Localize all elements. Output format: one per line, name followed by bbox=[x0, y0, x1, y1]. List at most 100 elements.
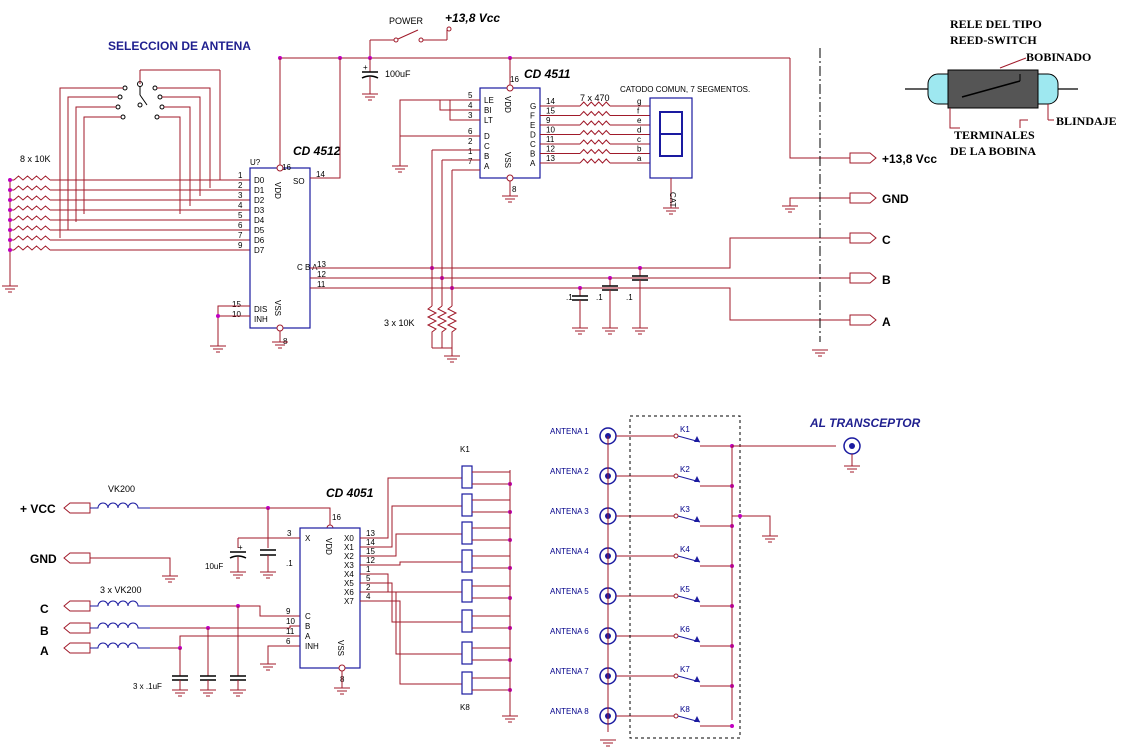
relay-label: K8 bbox=[680, 705, 690, 714]
pin-number: 5 bbox=[366, 574, 371, 583]
pin-name: LT bbox=[484, 116, 493, 125]
relay-coil bbox=[461, 493, 473, 517]
pin-name: D0 bbox=[254, 176, 265, 185]
antenna-label: ANTENA 2 bbox=[550, 467, 589, 476]
pin-number: 11 bbox=[286, 627, 295, 636]
segment-label: g bbox=[637, 97, 641, 106]
port-a-in: A bbox=[40, 644, 49, 658]
pin-b-num: 12 bbox=[317, 270, 326, 279]
pin-name: D4 bbox=[254, 216, 265, 225]
vss-label-4051: VSS bbox=[336, 640, 345, 656]
caps-3x-label: 3 x .1uF bbox=[133, 682, 162, 691]
vk200-label: VK200 bbox=[108, 484, 135, 494]
pin-name: D6 bbox=[254, 236, 265, 245]
port-c-out: C bbox=[882, 233, 891, 247]
vk200-3-label: 3 x VK200 bbox=[100, 585, 142, 595]
pin-name: X5 bbox=[344, 579, 354, 588]
port-gnd-out: GND bbox=[882, 192, 909, 206]
cap-10uf-label: 10uF bbox=[205, 562, 223, 571]
pin-name: A bbox=[484, 162, 490, 171]
catodo-label: CATODO COMUN, 7 SEGMENTOS. bbox=[620, 85, 750, 94]
pin-name: G bbox=[530, 102, 536, 111]
power-switch bbox=[370, 26, 452, 43]
pin-number: 4 bbox=[366, 592, 371, 601]
resistor-470 bbox=[579, 139, 611, 145]
cap-label-1: .1 bbox=[566, 293, 573, 302]
pin-name: X0 bbox=[344, 534, 354, 543]
pin-name: A bbox=[305, 632, 311, 641]
pin-number: 15 bbox=[366, 547, 375, 556]
reed-title-1: RELE DEL TIPO bbox=[950, 17, 1042, 31]
resistor-10k bbox=[13, 175, 51, 181]
res-3x10k-label: 3 x 10K bbox=[384, 318, 415, 328]
resistor-470 bbox=[579, 129, 611, 136]
pin-name: X2 bbox=[344, 552, 354, 561]
pin-number: 14 bbox=[366, 538, 375, 547]
relay-bank-k8-label: K8 bbox=[460, 703, 470, 712]
pin-number: 9 bbox=[546, 116, 551, 125]
pin-x-num: 3 bbox=[287, 529, 292, 538]
pin-number: 10 bbox=[286, 617, 295, 626]
seven-segment-display: CATODO COMUN, 7 SEGMENTOS. CAT bbox=[620, 85, 750, 215]
pin-name: D7 bbox=[254, 246, 265, 255]
pin-name: C bbox=[530, 140, 536, 149]
segment-label: d bbox=[637, 126, 641, 135]
pin-name: D bbox=[530, 131, 536, 140]
pin-number: 6 bbox=[286, 637, 291, 646]
pin-name: X3 bbox=[344, 561, 354, 570]
transceiver-connector bbox=[843, 437, 861, 473]
pin-number: 3 bbox=[468, 111, 473, 120]
capacitor-100uf: + bbox=[361, 58, 379, 101]
pin-name: D5 bbox=[254, 226, 265, 235]
resistor-470 bbox=[579, 120, 611, 126]
reed-contact bbox=[694, 716, 700, 722]
power-label: POWER bbox=[389, 16, 424, 26]
segment-label: a bbox=[637, 154, 642, 163]
reed-bobinado: BOBINADO bbox=[1026, 50, 1091, 64]
pin-number: 2 bbox=[238, 181, 243, 190]
cat-label: CAT bbox=[668, 192, 677, 208]
resistor-470 bbox=[579, 158, 611, 164]
segment-label: b bbox=[637, 145, 642, 154]
pin-name: X7 bbox=[344, 597, 354, 606]
relay-coil bbox=[461, 579, 473, 603]
pin-number: 9 bbox=[286, 607, 291, 616]
cap-label-2: .1 bbox=[596, 293, 603, 302]
pin-number: 6 bbox=[468, 127, 473, 136]
vdd-label-4511: VDD bbox=[503, 96, 512, 113]
relay-label: K4 bbox=[680, 545, 690, 554]
reed-terminales-1: TERMINALES bbox=[954, 128, 1035, 142]
antenna-label: ANTENA 1 bbox=[550, 427, 589, 436]
pin-name: E bbox=[530, 121, 535, 130]
pin-number: 12 bbox=[366, 556, 375, 565]
antenna-label: ANTENA 6 bbox=[550, 627, 589, 636]
pin-number: 7 bbox=[238, 231, 243, 240]
relay-label: K6 bbox=[680, 625, 690, 634]
port-vcc-in: + VCC bbox=[20, 502, 56, 516]
vdd-num-4511: 16 bbox=[510, 75, 519, 84]
reed-title-2: REED-SWITCH bbox=[950, 33, 1037, 47]
pin-number: 3 bbox=[238, 191, 243, 200]
resistor-470 bbox=[579, 148, 611, 155]
svg-text:+: + bbox=[363, 63, 368, 72]
port-b-out: B bbox=[882, 273, 891, 287]
pin-name: C bbox=[305, 612, 311, 621]
pin-cba: C B A bbox=[297, 263, 318, 272]
vss-label: VSS bbox=[273, 300, 282, 316]
pin-number: 2 bbox=[468, 137, 473, 146]
cd4511-title: CD 4511 bbox=[524, 67, 571, 81]
svg-text:+: + bbox=[238, 543, 243, 552]
pin-name: BI bbox=[484, 106, 492, 115]
resistor-10k bbox=[13, 215, 51, 221]
relay-coil bbox=[461, 521, 473, 545]
pin-name: INH bbox=[305, 642, 319, 651]
ic-cd4051: CD 4051 X 3 9C10B11A6INHX013X114X215X312… bbox=[286, 477, 462, 685]
ic-cd4511: CD 4511 5LE4BI3LT6D2C1B7AG14F15E9D10C11B… bbox=[468, 67, 571, 194]
vss-label-4511: VSS bbox=[503, 152, 512, 168]
cap-01-label: .1 bbox=[286, 559, 293, 568]
pin-dis-num: 15 bbox=[232, 300, 241, 309]
relay-coil bbox=[461, 549, 473, 573]
resistor-10k bbox=[13, 195, 51, 201]
